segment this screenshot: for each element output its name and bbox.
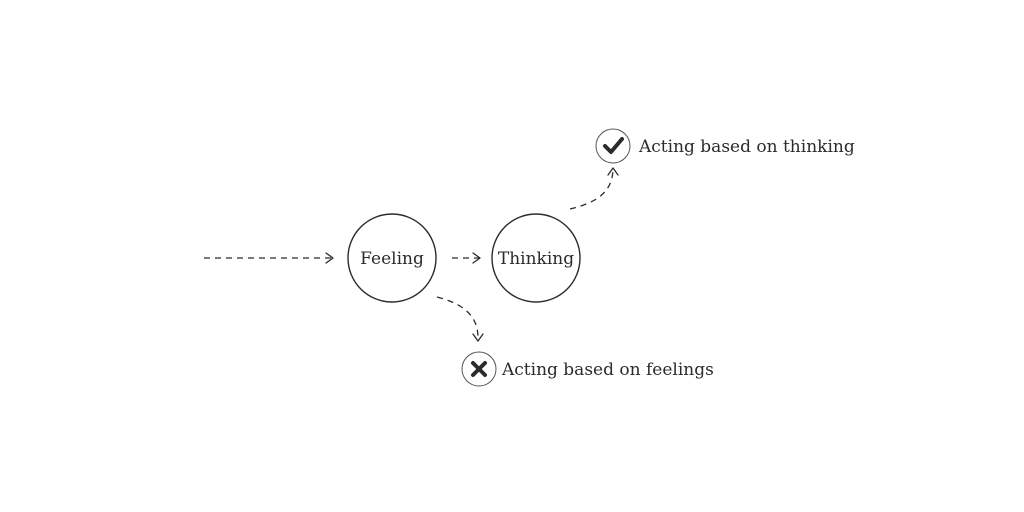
node-thinking: Thinking: [491, 213, 581, 303]
arrow-incoming: [204, 252, 334, 264]
cross-icon: [461, 351, 497, 387]
node-feeling: Feeling: [347, 213, 437, 303]
arrow-feeling-to-negative: [436, 296, 484, 342]
check-icon: [595, 128, 631, 164]
node-feeling-label: Feeling: [360, 249, 424, 269]
outcome-negative: Acting based on feelings: [461, 351, 714, 387]
node-thinking-label: Thinking: [498, 249, 574, 269]
arrow-thinking-to-positive: [569, 167, 619, 210]
outcome-negative-label: Acting based on feelings: [501, 360, 714, 380]
arrow-feeling-to-thinking: [452, 252, 481, 264]
outcome-positive: Acting based on thinking: [595, 128, 855, 164]
outcome-positive-label: Acting based on thinking: [638, 137, 855, 157]
